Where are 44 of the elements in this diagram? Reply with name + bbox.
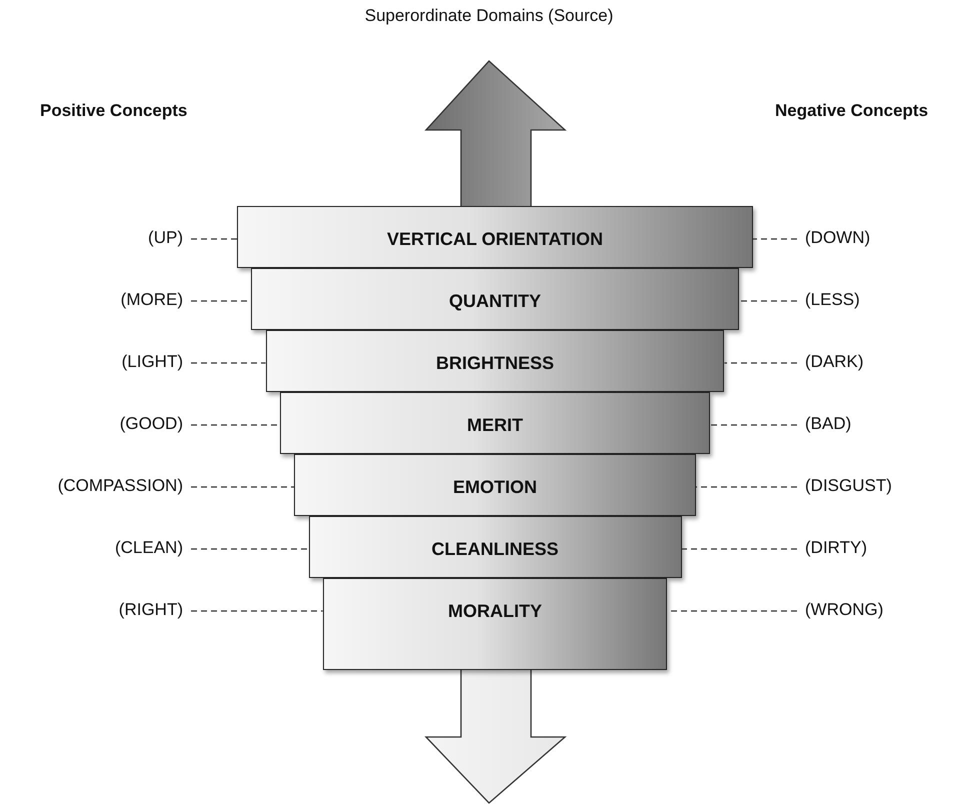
domain-layer-box [251, 268, 739, 330]
domain-name: VERTICAL ORIENTATION [387, 229, 603, 250]
concept-label: (UP) [148, 228, 183, 248]
column-heading: Positive Concepts [40, 101, 188, 121]
source-label: Superordinate Domains (Source) [364, 6, 614, 26]
leader-line [753, 238, 797, 240]
leader-line [191, 238, 237, 240]
domain-name: MORALITY [448, 601, 542, 622]
concept-label: (WRONG) [805, 600, 884, 620]
leader-line [191, 548, 308, 550]
domain-layer-box [266, 330, 724, 392]
domain-name: QUANTITY [448, 291, 541, 312]
concept-label: (DIRTY) [805, 538, 868, 558]
domain-name: CLEANLINESS [431, 539, 558, 560]
concept-label: (MORE) [120, 290, 183, 310]
domain-name: BRIGHTNESS [436, 353, 554, 374]
leader-line [191, 486, 294, 488]
concept-label: (LIGHT) [122, 352, 183, 372]
column-heading: Negative Concepts [775, 101, 928, 121]
domain-layer-box [294, 454, 696, 516]
leader-line [191, 610, 323, 612]
concept-label: (BAD) [805, 414, 852, 434]
concept-label: (CLEAN) [114, 538, 183, 558]
leader-line [710, 424, 797, 426]
domain-name: MERIT [466, 415, 523, 436]
leader-line [191, 362, 266, 364]
concept-label: (COMPASSION) [58, 476, 183, 496]
leader-line [191, 300, 252, 302]
leader-line [724, 362, 797, 364]
concept-label: (GOOD) [120, 414, 183, 434]
concept-label: (RIGHT) [118, 600, 183, 620]
leader-line [191, 424, 280, 426]
concept-label: (LESS) [805, 290, 860, 310]
leader-line [682, 548, 797, 550]
domain-name: EMOTION [452, 477, 537, 498]
domain-layer-box [308, 516, 682, 578]
domain-layer-box [280, 392, 710, 454]
domain-layer-box [237, 206, 753, 268]
concept-label: (DOWN) [805, 228, 870, 248]
leader-line [696, 486, 797, 488]
domain-layer-box [322, 578, 668, 670]
concept-label: (DARK) [805, 352, 864, 372]
concept-label: (DISGUST) [805, 476, 892, 496]
leader-line [738, 300, 797, 302]
